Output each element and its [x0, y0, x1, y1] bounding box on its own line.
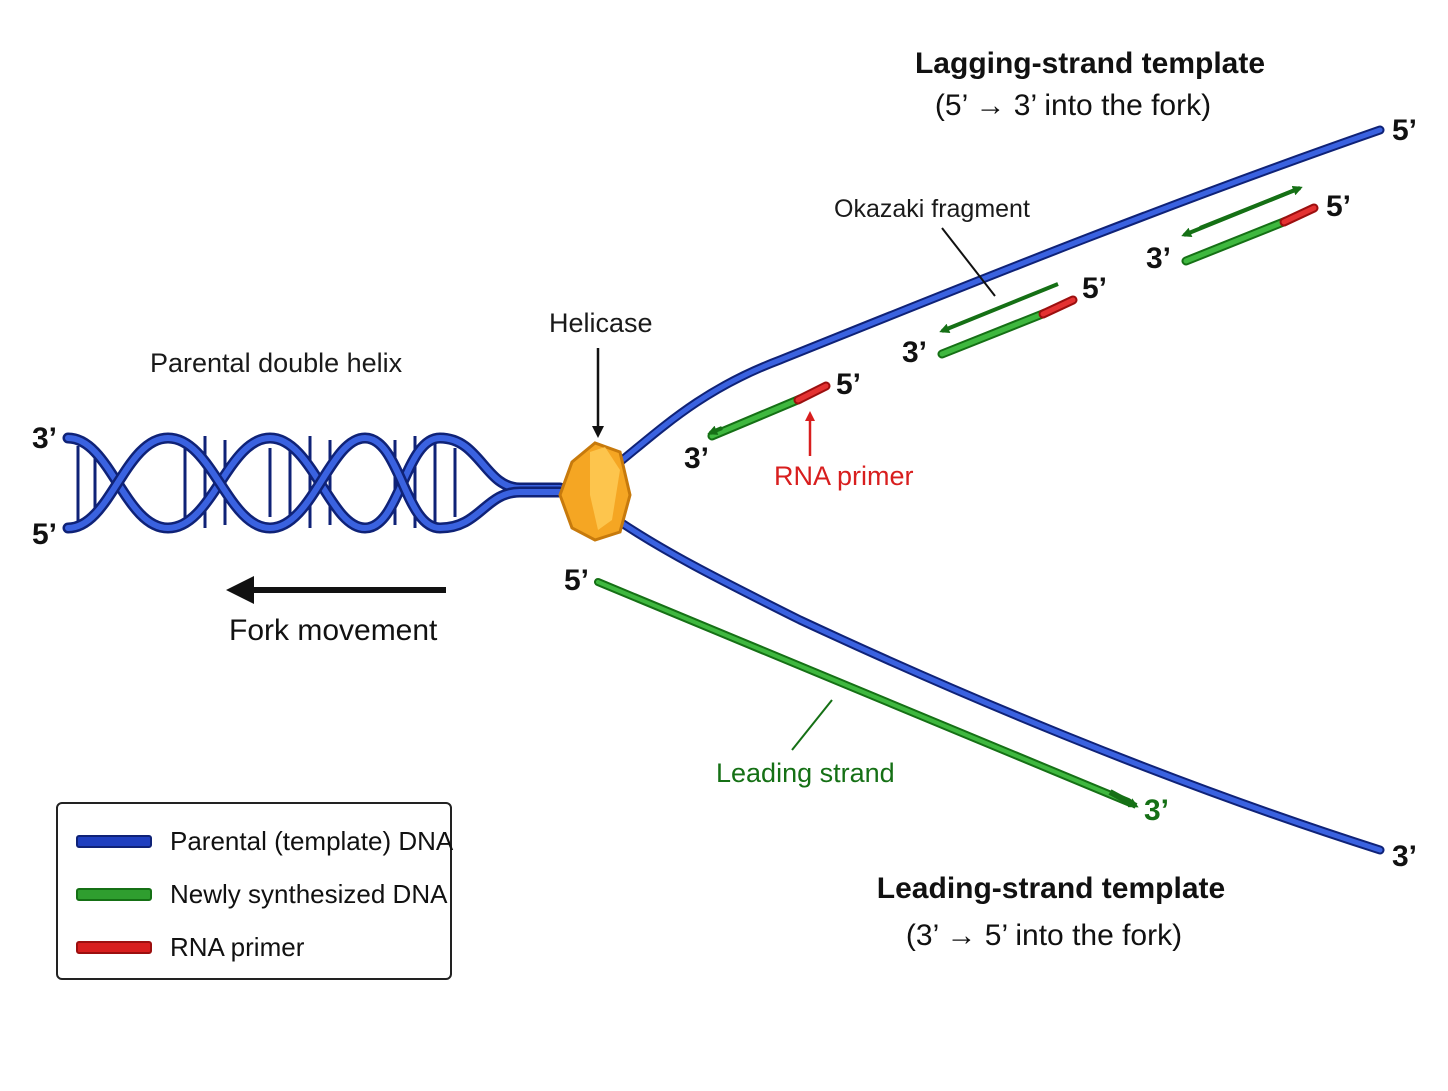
fork-movement-label: Fork movement: [229, 614, 438, 647]
legend-swatch-new: [76, 887, 152, 901]
legend-item-new: Newly synthesized DNA: [76, 879, 447, 909]
legend-label-parental: Parental (template) DNA: [170, 825, 454, 856]
legend-swatch-primer: [76, 940, 152, 954]
fork-movement-arrow: [226, 576, 446, 604]
leading-strand-new: [594, 578, 1139, 809]
frag2-5-end: 5’: [1082, 272, 1107, 305]
legend-swatch-parental: [76, 834, 152, 848]
legend-item-primer: RNA primer: [76, 932, 304, 962]
lagging-template-5-end: 5’: [1392, 114, 1417, 147]
leading-template-title: Leading-strand template: [877, 872, 1225, 905]
helix-top-end: 3’: [32, 422, 57, 455]
okazaki-fragment-2: [937, 282, 1078, 359]
lagging-strand-template: [605, 125, 1385, 475]
rna-primer-label: RNA primer: [774, 461, 914, 491]
parental-double-helix: [62, 432, 566, 534]
okazaki-fragment-1: [707, 381, 831, 441]
leading-template-3-end: 3’: [1392, 840, 1417, 873]
leading-5-end: 5’: [564, 564, 589, 597]
helix-bottom-end: 5’: [32, 518, 57, 551]
leading-strand-pointer-line: [791, 699, 833, 751]
frag2-3-end: 3’: [902, 336, 927, 369]
okazaki-pointer-line: [941, 227, 996, 297]
lagging-template-subtitle: (5’ → 3’ into the fork): [935, 89, 1211, 122]
helicase-enzyme: [558, 441, 632, 542]
lagging-template-title: Lagging-strand template: [915, 47, 1265, 80]
frag1-5-end: 5’: [836, 368, 861, 401]
legend-item-parental: Parental (template) DNA: [76, 826, 453, 856]
leading-template-subtitle: (3’ → 5’ into the fork): [906, 919, 1182, 952]
helicase-label: Helicase: [549, 308, 653, 338]
frag1-3-end: 3’: [684, 442, 709, 475]
legend: Parental (template) DNA Newly synthesize…: [56, 802, 453, 980]
frag3-3-end: 3’: [1146, 242, 1171, 275]
leading-strand-template: [605, 510, 1385, 855]
frag3-5-end: 5’: [1326, 190, 1351, 223]
leading-3-end: 3’: [1144, 794, 1169, 827]
parental-helix-label: Parental double helix: [150, 348, 403, 378]
leading-strand-label: Leading strand: [716, 758, 895, 788]
okazaki-label: Okazaki fragment: [834, 195, 1030, 223]
legend-label-new: Newly synthesized DNA: [170, 878, 448, 909]
legend-label-primer: RNA primer: [170, 931, 305, 962]
okazaki-fragment-3: [1181, 185, 1319, 266]
